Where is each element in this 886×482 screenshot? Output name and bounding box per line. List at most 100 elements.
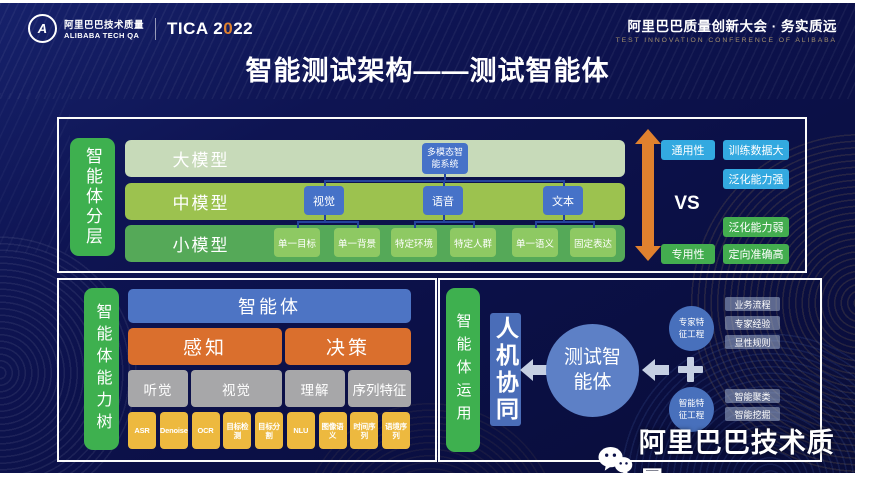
logo-letter: A (37, 21, 48, 36)
conference-header: 阿里巴巴质量创新大会 · 务实质远 TEST INNOVATION CONFER… (616, 15, 837, 44)
connector-line (473, 221, 475, 228)
target-detection-leaf: 目标检测 (223, 412, 252, 449)
hearing-bar: 听觉 (128, 370, 188, 407)
intelligent-mining-chip: 智能挖掘 (725, 407, 780, 421)
left-arrow-icon (520, 359, 547, 381)
explicit-rules-chip: 显性规则 (725, 335, 780, 349)
watermark: 阿里巴巴技术质量 (598, 421, 855, 473)
watermark-text: 阿里巴巴技术质量 (638, 428, 835, 473)
alibaba-logo-icon: A (28, 14, 57, 43)
specific-crowd-chip: 特定人群 (450, 228, 496, 257)
human-machine-bar: 人机协同 (490, 313, 521, 426)
tica-2022-logo: TICA 2022 (167, 19, 253, 39)
nlu-leaf: NLU (286, 412, 315, 449)
expert-feature-label: 专家特征工程 (678, 317, 705, 339)
single-background-chip: 单一背景 (334, 228, 380, 257)
layering-panel: 智能体分层 大模型 中模型 小模型 (57, 117, 807, 273)
vision-bar: 视觉 (191, 370, 282, 407)
generalization-weak-tag: 泛化能力弱 (723, 217, 789, 237)
test-agent-label: 测试智能体 (563, 346, 621, 393)
slide: A 阿里巴巴技术质量 ALIBABA TECH QA TICA 2022 阿里巴… (0, 3, 855, 473)
page-title: 智能测试架构——测试智能体 (245, 56, 610, 86)
connector-line (444, 174, 446, 181)
connector-line (535, 221, 537, 228)
single-semantic-chip: 单一语义 (512, 228, 558, 257)
vision-chip: 视觉 (304, 186, 344, 215)
connector-line (357, 221, 359, 228)
vs-label: VS (674, 193, 700, 214)
mid-model-row: 中模型 (125, 183, 625, 220)
ocr-leaf: OCR (191, 412, 220, 449)
logo-divider (155, 17, 157, 40)
multimodal-system-chip: 多模态智能系统 (422, 143, 468, 174)
perception-bar: 感知 (128, 328, 282, 365)
tica-zero: 0 (223, 18, 234, 38)
wechat-icon (598, 446, 633, 473)
logo-text-block: 阿里巴巴技术质量 ALIBABA TECH QA (64, 17, 144, 40)
tica-prefix: TICA 2 (167, 18, 224, 38)
connector-line (535, 221, 593, 223)
expert-feature-circle: 专家特征工程 (669, 306, 714, 351)
sequence-feature-bar: 序列特征 (348, 370, 411, 407)
connector-line (297, 221, 357, 223)
small-model-label: 小模型 (172, 236, 230, 255)
header-diagonal-pattern (0, 3, 855, 99)
train-data-tag: 训练数据大 (723, 140, 789, 160)
target-segmentation-leaf: 目标分割 (255, 412, 283, 449)
test-agent-circle: 测试智能体 (546, 324, 639, 417)
application-panel: 智能体运用 人机协同 测试智能体 专家特征工程 智能特征工程 业务流程 专家经验… (438, 278, 822, 462)
plus-vertical (687, 357, 694, 382)
multimodal-system-label: 多模态智能系统 (426, 147, 463, 169)
connector-line (324, 215, 326, 221)
capability-panel: 智能体能力树 智能体 感知 决策 听觉 视觉 理解 序列特征 ASR Denoi… (57, 278, 437, 462)
arrow-up-head (635, 129, 661, 144)
mid-model-label: 中模型 (172, 194, 230, 213)
intelligent-feature-circle: 智能特征工程 (669, 387, 714, 432)
time-series-leaf: 时间序列 (350, 412, 379, 449)
understanding-bar: 理解 (285, 370, 345, 407)
connector-line (443, 215, 445, 221)
single-target-chip: 单一目标 (274, 228, 320, 257)
connector-line (324, 180, 326, 186)
connector-line (414, 221, 473, 223)
left-arrow-icon (642, 359, 669, 381)
connector-line (443, 180, 445, 186)
expert-experience-chip: 专家经验 (725, 316, 780, 330)
decision-bar: 决策 (285, 328, 411, 365)
logo-en-text: ALIBABA TECH QA (64, 31, 140, 40)
image-semantic-leaf: 图像语义 (318, 412, 347, 449)
connector-line (297, 221, 299, 228)
universal-tag: 通用性 (661, 140, 715, 160)
large-model-label: 大模型 (172, 151, 230, 170)
context-series-leaf: 语境序列 (382, 412, 410, 449)
logo-cn-text: 阿里巴巴技术质量 (64, 20, 145, 31)
text-chip: 文本 (543, 186, 583, 215)
speech-chip: 语音 (423, 186, 463, 215)
special-tag: 专用性 (661, 244, 715, 264)
connector-line (593, 221, 595, 228)
connector-line (563, 215, 565, 221)
tica-suffix: 22 (233, 18, 254, 38)
header: A 阿里巴巴技术质量 ALIBABA TECH QA TICA 2022 (28, 14, 253, 43)
connector-line (414, 221, 416, 228)
intelligent-feature-label: 智能特征工程 (678, 398, 705, 420)
double-arrow-icon (635, 129, 661, 261)
business-process-chip: 业务流程 (725, 297, 780, 311)
directional-accuracy-tag: 定向准确高 (723, 244, 789, 264)
intelligent-clustering-chip: 智能聚类 (725, 389, 780, 403)
large-model-row: 大模型 (125, 140, 625, 177)
conference-title-en: TEST INNOVATION CONFERENCE OF ALIBABA (615, 37, 837, 44)
conference-title-cn: 阿里巴巴质量创新大会 · 务实质远 (627, 19, 837, 34)
plus-icon (678, 357, 703, 382)
generalization-strong-tag: 泛化能力强 (723, 169, 789, 189)
fixed-expression-chip: 固定表达 (570, 228, 616, 257)
layering-panel-label: 智能体分层 (70, 138, 115, 256)
arrow-down-head (635, 246, 661, 261)
connector-line (563, 180, 565, 186)
specific-environment-chip: 特定环境 (391, 228, 437, 257)
agent-root-bar: 智能体 (128, 289, 411, 323)
asr-leaf: ASR (128, 412, 156, 449)
capability-panel-label: 智能体能力树 (84, 288, 119, 450)
application-panel-label: 智能体运用 (446, 288, 480, 452)
